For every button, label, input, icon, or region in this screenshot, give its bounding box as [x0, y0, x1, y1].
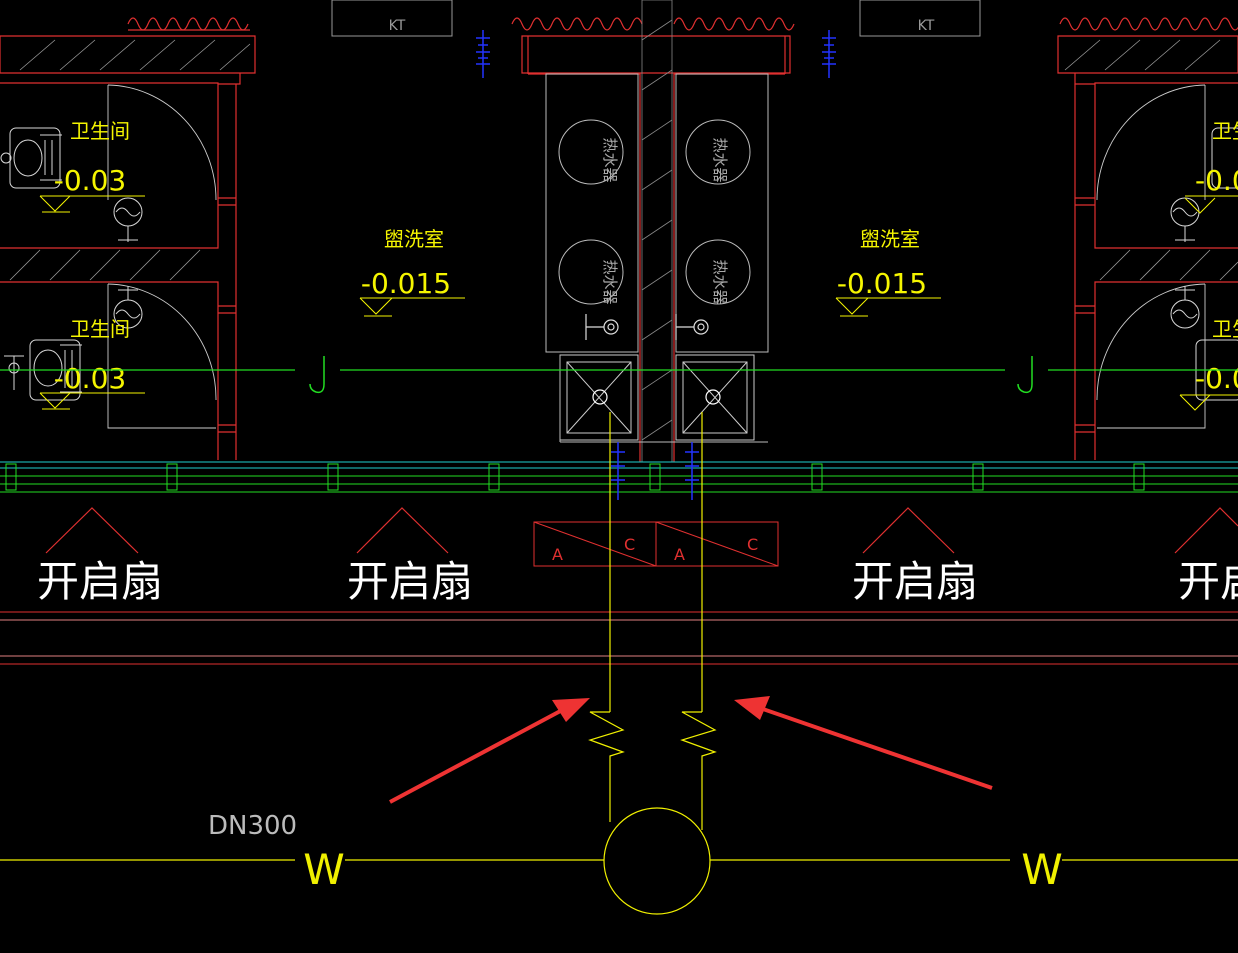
valve-top-left[interactable] — [476, 30, 490, 78]
red-arrow-icon — [734, 696, 993, 790]
water-heater-label: 热水器 — [601, 137, 619, 182]
radiator-left — [127, 17, 250, 31]
window-band — [0, 461, 1238, 493]
mop-sink-icon — [1170, 197, 1200, 329]
hatch-left-mid — [9, 249, 201, 281]
valve-icon[interactable] — [611, 442, 699, 500]
toilet-level-left-top: -0.03 — [54, 164, 126, 197]
floor-drain-box-right — [675, 354, 755, 441]
exterior-wall-band — [0, 611, 1238, 665]
shaft-label-a-2: A — [674, 545, 685, 564]
water-heater-box-right[interactable] — [675, 73, 769, 353]
water-heater-box-left[interactable] — [545, 73, 639, 353]
opening-sash-label-1: 开启扇 — [37, 557, 163, 606]
mop-sink-icon — [113, 197, 143, 242]
supply-mark-j-right — [1017, 356, 1033, 394]
hatch-top — [19, 39, 1221, 71]
washroom-label-right: 盥洗室 — [860, 227, 920, 251]
kt-label-right: KT — [918, 18, 935, 34]
toilet-label-right-bottom: 卫生间 — [1212, 317, 1238, 341]
toilet-level-left-bottom: -0.03 — [54, 362, 126, 395]
level-mark-left-bottom — [39, 392, 145, 410]
squat-toilet-icon — [0, 127, 62, 189]
water-heater-label: 热水器 — [711, 137, 729, 182]
opening-sash-label-4: 开启扇 — [1178, 557, 1238, 606]
shaft-label-a-1: A — [552, 545, 563, 564]
shaft-label-c-2: C — [747, 535, 758, 554]
level-mark-right-bottom — [1179, 394, 1238, 411]
level-mark-washroom-left — [359, 297, 465, 317]
sash-triangles — [45, 507, 1238, 554]
opening-sash-label-2: 开启扇 — [347, 557, 473, 606]
toilet-label-right-top: 卫生间 — [1212, 119, 1238, 143]
kt-box-right[interactable] — [859, 0, 981, 37]
shaft-outline — [559, 355, 768, 443]
kt-box-left[interactable] — [331, 0, 453, 37]
valve-icon[interactable] — [585, 314, 709, 340]
radiator-right — [1059, 17, 1238, 31]
radiator-center-right — [673, 17, 795, 31]
left-toilet-doors[interactable] — [107, 84, 217, 429]
drain-mark-w-right: W — [1021, 845, 1063, 894]
toilet-label-left-bottom: 卫生间 — [70, 317, 130, 341]
shaft-label-c-1: C — [624, 535, 635, 554]
toilet-level-right-bottom: -0.03 — [1195, 362, 1238, 395]
right-toilet-walls — [1074, 82, 1238, 460]
red-arrow-icon — [389, 698, 590, 804]
right-toilet-doors[interactable] — [1096, 84, 1206, 429]
level-mark-left-top — [39, 195, 145, 213]
window-mullions — [5, 463, 1145, 491]
drain-risers[interactable] — [588, 412, 717, 830]
floor-drain-box-left — [559, 354, 639, 441]
hatch-right-mid — [1099, 249, 1238, 281]
mop-sink-icon — [113, 286, 143, 329]
washroom-label-left: 盥洗室 — [384, 227, 444, 251]
washroom-level-left: -0.015 — [361, 267, 451, 300]
top-wall — [0, 35, 1238, 85]
drain-size-label: DN300 — [208, 811, 297, 841]
kt-label-left: KT — [389, 18, 406, 34]
manhole-circle[interactable] — [603, 807, 711, 915]
water-heater-label: 热水器 — [601, 259, 619, 304]
shaft-box-ac — [533, 521, 779, 567]
valve-top-right[interactable] — [822, 30, 836, 78]
radiator-center-left — [511, 17, 643, 31]
opening-sash-label-3: 开启扇 — [852, 557, 978, 606]
level-mark-washroom-right — [835, 297, 941, 317]
level-mark-right-top — [1184, 195, 1238, 214]
supply-mark-j-left — [309, 356, 325, 394]
toilet-label-left-top: 卫生间 — [70, 119, 130, 143]
washroom-level-right: -0.015 — [837, 267, 927, 300]
toilet-level-right-top: -0.03 — [1195, 164, 1238, 197]
floor-drain-icon — [592, 389, 721, 405]
drain-mark-w-left: W — [303, 845, 345, 894]
water-heater-label: 热水器 — [711, 259, 729, 304]
left-toilet-walls — [0, 82, 237, 460]
central-shaft-hatch — [641, 0, 673, 463]
